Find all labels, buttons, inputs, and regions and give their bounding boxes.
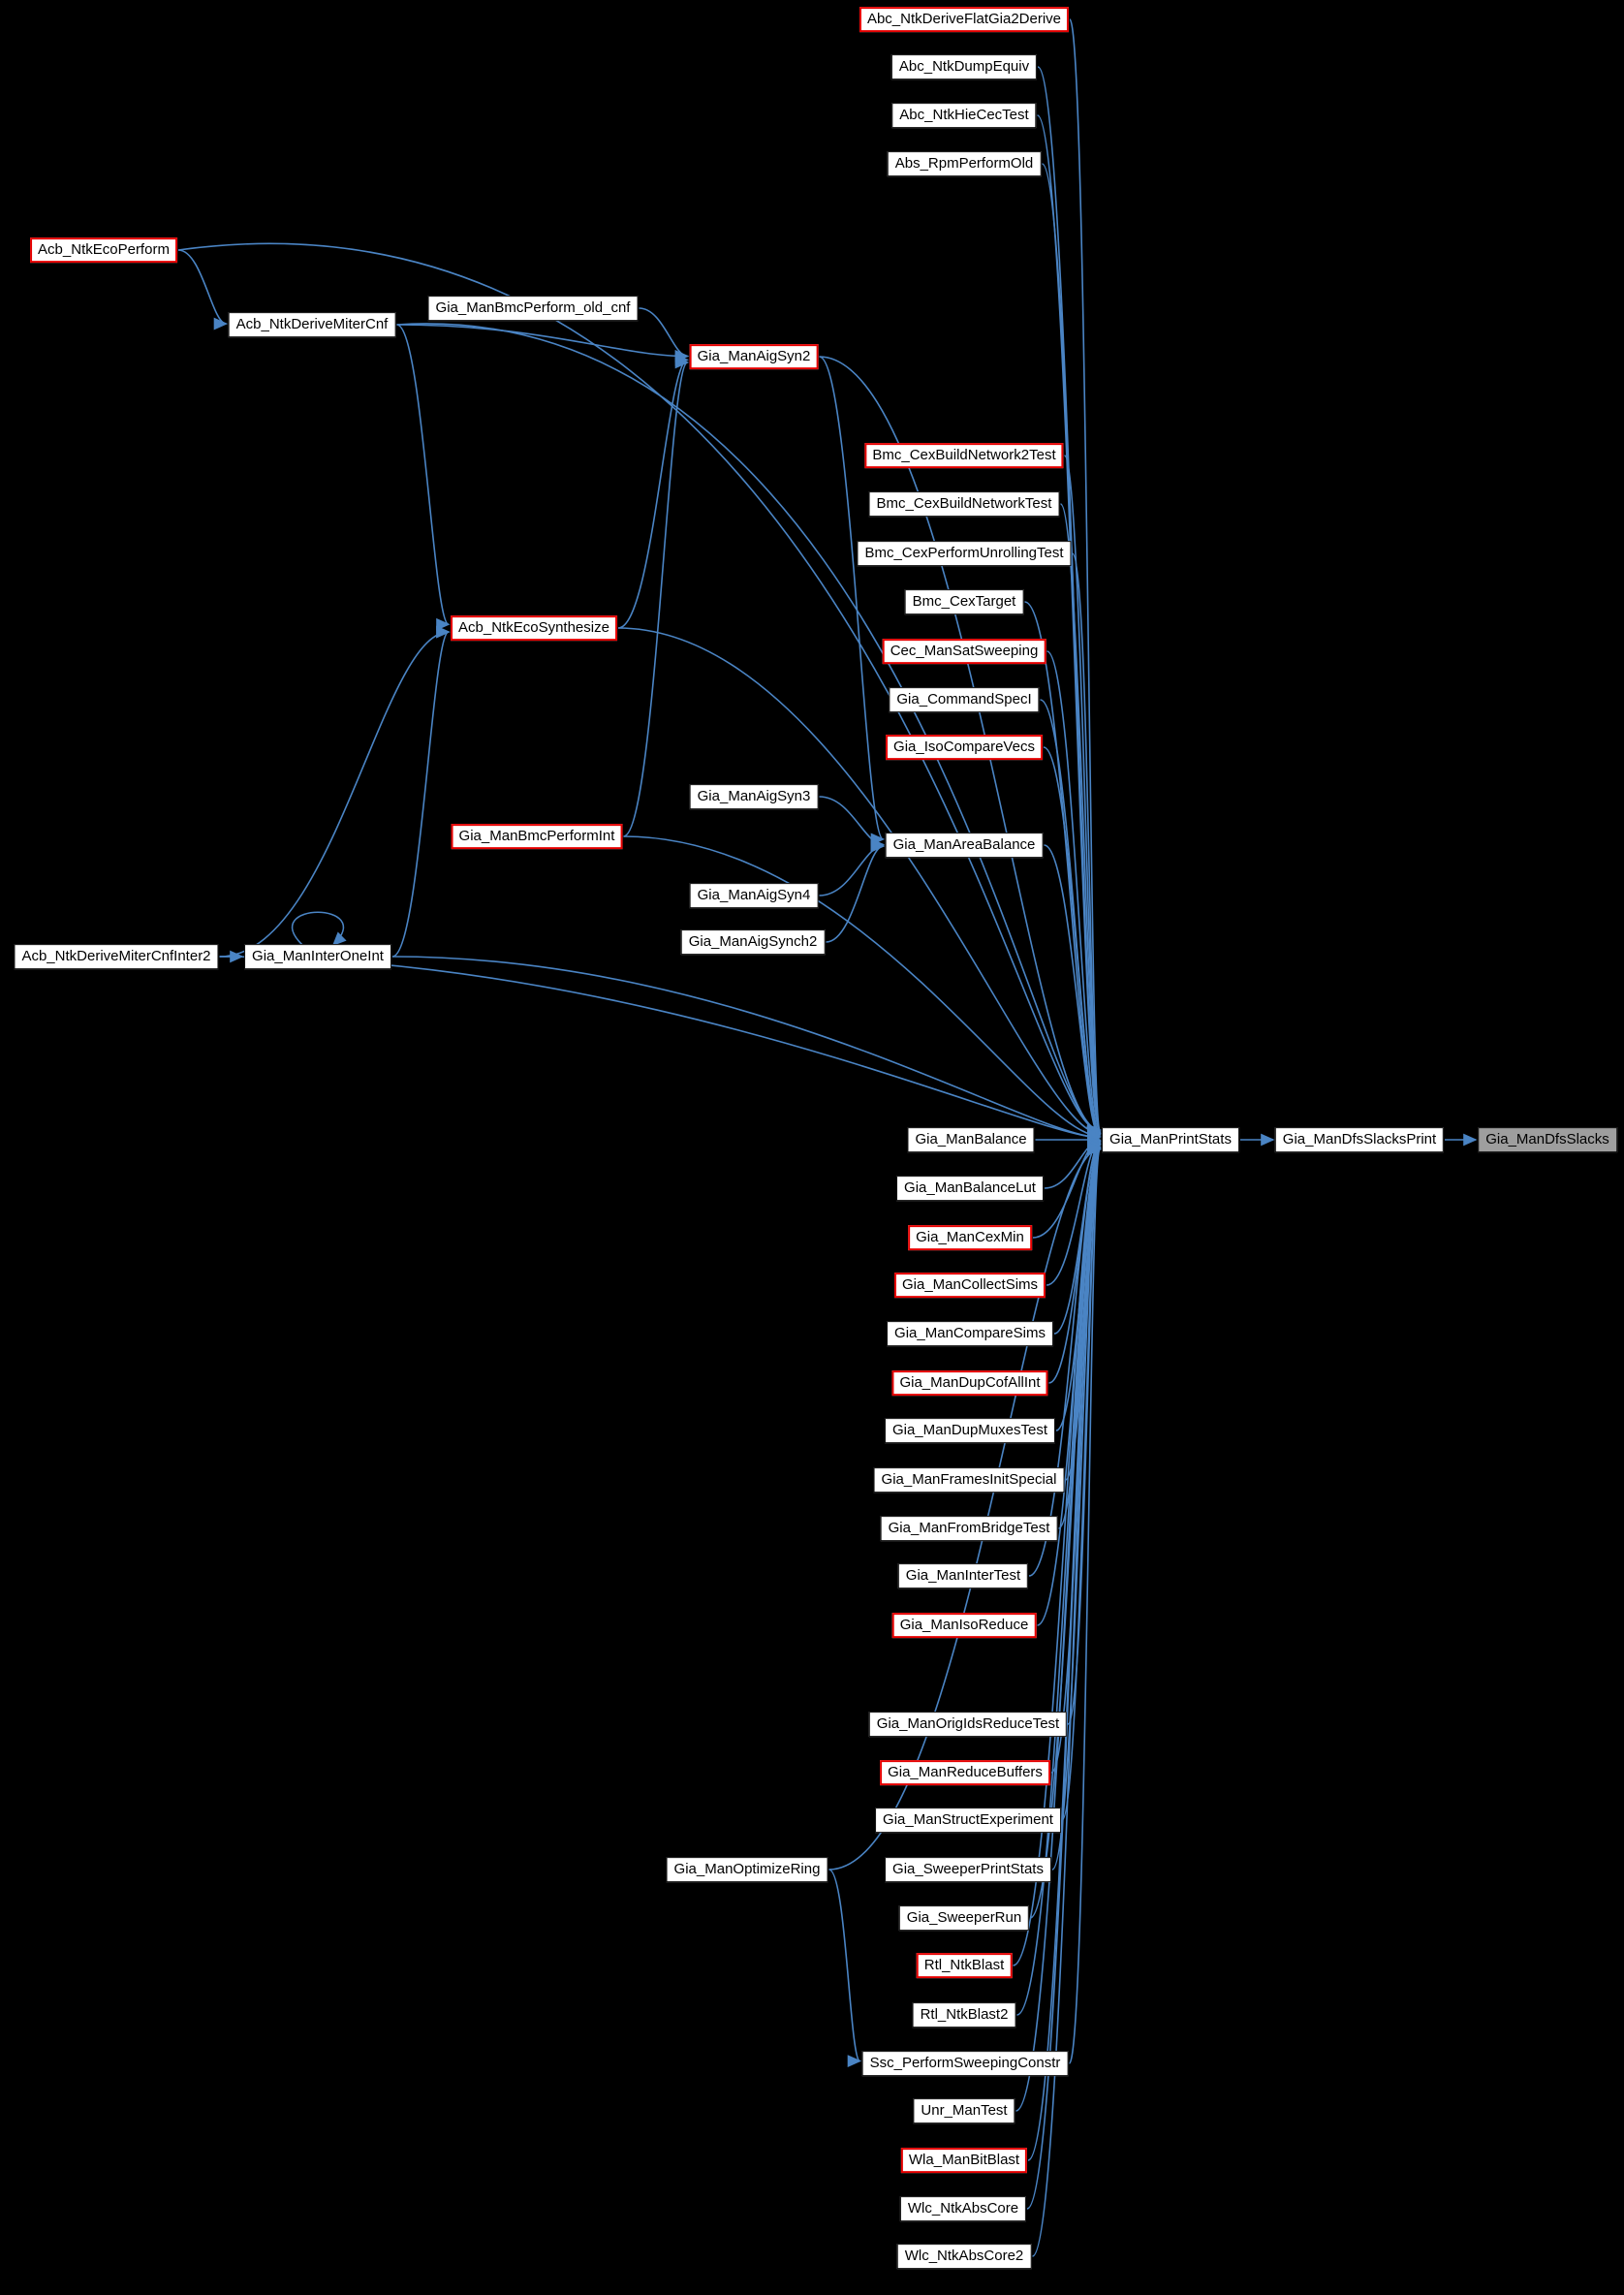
call-edge-Acb_NtkDeriveMiterCnf-to-Acb_NtkEcoSynthesize [396, 324, 451, 631]
graph-node-gia_mancomparesims[interactable]: Gia_ManCompareSims [887, 1321, 1053, 1346]
call-edge-Rtl_NtkBlast-to-Gia_ManPrintStats [1013, 1144, 1102, 1966]
graph-node-gia_manoptimizering[interactable]: Gia_ManOptimizeRing [666, 1857, 828, 1882]
graph-node-wlc_ntkabscore[interactable]: Wlc_NtkAbsCore [899, 2196, 1027, 2221]
call-edge-Ssc_PerformSweepingConstr-to-Gia_ManPrintStats [1068, 1144, 1102, 2064]
call-edge-Gia_ManAreaBalance-to-Gia_ManPrintStats [1044, 844, 1102, 1143]
call-edge-Gia_ManInterOneInt-to-Acb_NtkEcoSynthesize [391, 625, 451, 958]
call-edge-Acb_NtkDeriveMiterCnf-to-Gia_ManAigSyn2 [396, 324, 690, 362]
call-edge-Gia_ManInterOneInt-to-Gia_ManPrintStats [391, 956, 1102, 1145]
graph-node-gia_manaigsyn3[interactable]: Gia_ManAigSyn3 [689, 784, 819, 809]
call-edge-Bmc_CexPerformUnrollingTest-to-Gia_ManPrintStats [1071, 552, 1102, 1139]
call-edge-Gia_ManAigSyn2-to-Gia_ManAreaBalance [819, 356, 886, 846]
call-edge-Acb_NtkDeriveMiterCnfInter2-to-Acb_NtkEcoSynthesize [219, 625, 451, 958]
graph-node-abc_ntkdumpequiv[interactable]: Abc_NtkDumpEquiv [890, 54, 1038, 79]
graph-node-rtl_ntkblast[interactable]: Rtl_NtkBlast [916, 1953, 1013, 1978]
call-edge-Acb_NtkEcoSynthesize-to-Gia_ManPrintStats [617, 627, 1102, 1140]
graph-node-rtl_ntkblast2[interactable]: Rtl_NtkBlast2 [912, 2002, 1016, 2028]
call-edge-Acb_NtkEcoSynthesize-to-Gia_ManAigSyn2 [617, 354, 690, 629]
graph-node-gia_sweeperprintstats[interactable]: Gia_SweeperPrintStats [885, 1857, 1051, 1882]
graph-node-gia_manorigidsreducetest[interactable]: Gia_ManOrigIdsReduceTest [868, 1712, 1068, 1737]
call-edge-Gia_ManAigSynch2-to-Gia_ManAreaBalance [826, 839, 886, 943]
call-edge-Acb_NtkEcoPerform-to-Acb_NtkDeriveMiterCnf [177, 249, 229, 330]
graph-node-gia_manfrombridgetest[interactable]: Gia_ManFromBridgeTest [880, 1516, 1058, 1541]
graph-node-gia_mandfsslacks: Gia_ManDfsSlacks [1478, 1127, 1617, 1152]
graph-node-gia_mandupmuxestest[interactable]: Gia_ManDupMuxesTest [884, 1418, 1056, 1443]
graph-node-gia_manprintstats[interactable]: Gia_ManPrintStats [1102, 1127, 1239, 1152]
call-edge-Bmc_CexBuildNetworkTest-to-Gia_ManPrintStats [1059, 503, 1102, 1138]
call-edge-Cec_ManSatSweeping-to-Gia_ManPrintStats [1046, 650, 1102, 1140]
graph-node-ssc_performsweepingconstr[interactable]: Ssc_PerformSweepingConstr [861, 2051, 1069, 2076]
graph-node-abc_ntkhiecectest[interactable]: Abc_NtkHieCecTest [891, 103, 1037, 128]
graph-node-gia_manaigsynch2[interactable]: Gia_ManAigSynch2 [680, 929, 826, 955]
call-edge-Gia_ManInterOneInt-to-Gia_ManInterOneInt [292, 911, 347, 947]
graph-node-acb_ntkecoperform[interactable]: Acb_NtkEcoPerform [30, 237, 177, 263]
graph-node-wlc_ntkabscore2[interactable]: Wlc_NtkAbsCore2 [896, 2244, 1032, 2269]
call-edge-Wlc_NtkAbsCore2-to-Gia_ManPrintStats [1031, 1144, 1102, 2257]
graph-node-abc_ntkderiveflatgia2derive[interactable]: Abc_NtkDeriveFlatGia2Derive [859, 7, 1070, 32]
graph-node-gia_manaigsyn4[interactable]: Gia_ManAigSyn4 [689, 883, 819, 908]
call-edge-Gia_ManStructExperiment-to-Gia_ManPrintStats [1061, 1142, 1102, 1821]
call-edge-Acb_NtkDeriveMiterCnfInter2-to-Gia_ManPrintStats [219, 956, 1102, 1145]
graph-node-gia_manisoreduce[interactable]: Gia_ManIsoReduce [891, 1613, 1037, 1638]
graph-node-gia_manbmcperformint[interactable]: Gia_ManBmcPerformInt [451, 824, 623, 849]
graph-node-gia_manaigsyn2[interactable]: Gia_ManAigSyn2 [689, 344, 819, 369]
graph-node-wla_manbitblast[interactable]: Wla_ManBitBlast [900, 2148, 1028, 2173]
graph-node-gia_isocomparevecs[interactable]: Gia_IsoCompareVecs [886, 735, 1043, 760]
graph-node-unr_mantest[interactable]: Unr_ManTest [913, 2098, 1015, 2123]
graph-node-abs_rpmperformold[interactable]: Abs_RpmPerformOld [887, 151, 1042, 176]
graph-node-gia_manareabalance[interactable]: Gia_ManAreaBalance [885, 833, 1044, 858]
graph-node-gia_mandfsslacksprint[interactable]: Gia_ManDfsSlacksPrint [1274, 1127, 1445, 1152]
call-edge-Wlc_NtkAbsCore-to-Gia_ManPrintStats [1026, 1144, 1102, 2210]
graph-node-acb_ntkecosynthesize[interactable]: Acb_NtkEcoSynthesize [451, 615, 617, 641]
call-edge-Gia_ManOptimizeRing-to-Ssc_PerformSweepingConstr [828, 1869, 862, 2067]
graph-node-gia_manbalance[interactable]: Gia_ManBalance [907, 1127, 1035, 1152]
graph-node-gia_manbmcperform_old_cnf[interactable]: Gia_ManBmcPerform_old_cnf [427, 296, 639, 321]
graph-node-gia_manintertest[interactable]: Gia_ManInterTest [897, 1563, 1029, 1588]
call-edge-Acb_NtkDeriveMiterCnf-to-Gia_ManPrintStats [396, 323, 1102, 1139]
call-edge-Gia_ManBmcPerformInt-to-Gia_ManPrintStats [623, 835, 1102, 1143]
graph-node-gia_manbalancelut[interactable]: Gia_ManBalanceLut [896, 1176, 1044, 1201]
graph-node-acb_ntkderivemitercnfinter2[interactable]: Acb_NtkDeriveMiterCnfInter2 [14, 944, 219, 969]
graph-node-bmc_cexbuildnetworktest[interactable]: Bmc_CexBuildNetworkTest [868, 491, 1060, 517]
graph-node-cec_mansatsweeping[interactable]: Cec_ManSatSweeping [882, 639, 1046, 664]
graph-node-gia_manframesinitspecial[interactable]: Gia_ManFramesInitSpecial [873, 1467, 1065, 1493]
graph-node-gia_mandupcofallint[interactable]: Gia_ManDupCofAllInt [891, 1370, 1048, 1396]
graph-node-bmc_cexbuildnetwork2test[interactable]: Bmc_CexBuildNetwork2Test [864, 443, 1064, 468]
call-edge-Gia_ManInterTest-to-Gia_ManPrintStats [1028, 1139, 1102, 1577]
graph-node-bmc_cextarget[interactable]: Bmc_CexTarget [904, 589, 1024, 614]
graph-node-gia_mancollectsims[interactable]: Gia_ManCollectSims [893, 1273, 1046, 1298]
graph-node-bmc_cexperformunrollingtest[interactable]: Bmc_CexPerformUnrollingTest [857, 541, 1072, 566]
call-edge-Abc_NtkDeriveFlatGia2Derive-to-Gia_ManPrintStats [1069, 18, 1102, 1136]
graph-node-gia_mancexmin[interactable]: Gia_ManCexMin [908, 1225, 1032, 1250]
graph-node-gia_maninteroneint[interactable]: Gia_ManInterOneInt [244, 944, 391, 969]
graph-node-acb_ntkderivemitercnf[interactable]: Acb_NtkDeriveMiterCnf [228, 312, 396, 337]
graph-node-gia_manreducebuffers[interactable]: Gia_ManReduceBuffers [880, 1760, 1050, 1785]
call-edge-Acb_NtkEcoPerform-to-Gia_ManPrintStats [177, 242, 1102, 1138]
graph-node-gia_manstructexperiment[interactable]: Gia_ManStructExperiment [875, 1808, 1061, 1833]
call-edge-Gia_ManBmcPerformInt-to-Gia_ManAigSyn2 [623, 356, 690, 837]
graph-node-gia_sweeperrun[interactable]: Gia_SweeperRun [898, 1905, 1030, 1931]
call-edge-Gia_IsoCompareVecs-to-Gia_ManPrintStats [1043, 746, 1102, 1142]
graph-node-gia_commandspeci[interactable]: Gia_CommandSpecI [889, 687, 1040, 712]
